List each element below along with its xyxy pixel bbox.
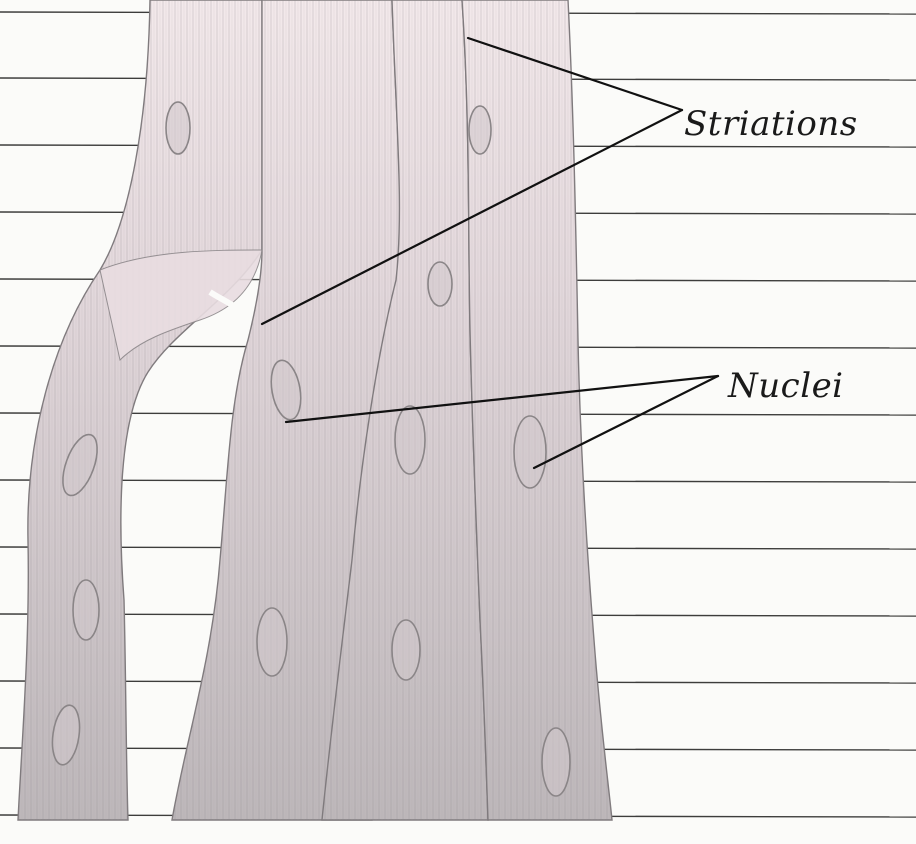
nucleus [392, 620, 420, 680]
nucleus [73, 580, 99, 640]
muscle-fibers [18, 0, 612, 820]
nucleus [395, 406, 425, 474]
nucleus [166, 102, 190, 154]
label-striations: Striations [684, 104, 858, 144]
nucleus [257, 608, 287, 676]
label-nuclei: Nuclei [728, 366, 844, 406]
nucleus [514, 416, 546, 488]
nucleus [469, 106, 491, 154]
nucleus [542, 728, 570, 796]
fiber-branch [100, 250, 262, 360]
nucleus [428, 262, 452, 306]
